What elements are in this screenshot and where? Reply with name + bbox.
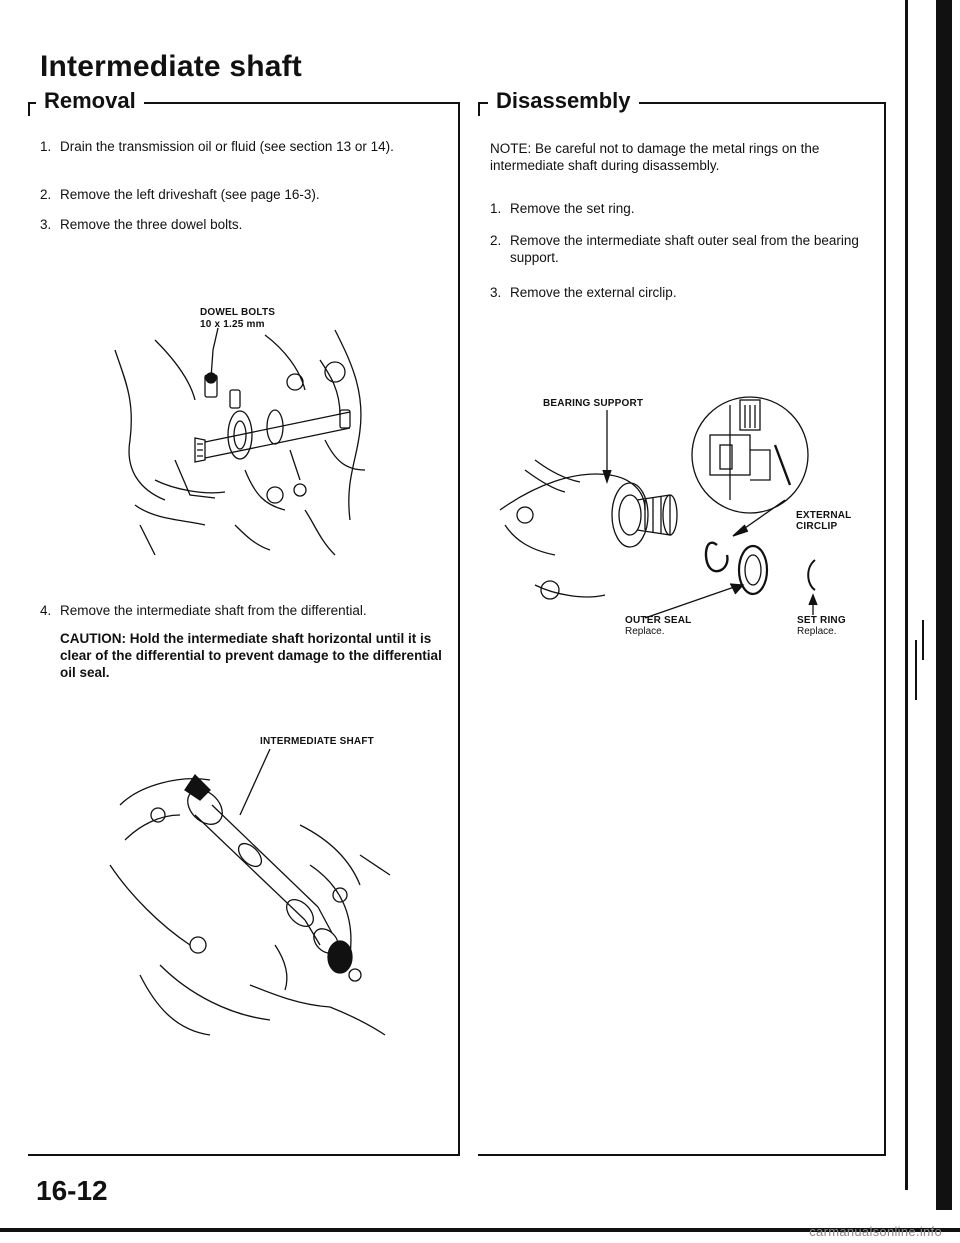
- intermediate-shaft-illustration: [109, 748, 391, 1036]
- binding-mark-2: [922, 620, 924, 660]
- step-number: 3.: [490, 285, 502, 300]
- bearing-support-label: BEARING SUPPORT: [543, 398, 644, 409]
- removal-heading: Removal: [36, 88, 144, 114]
- binding-mark-1: [915, 640, 917, 700]
- outer-seal-replace: Replace.: [625, 626, 665, 637]
- step-number: 1.: [490, 201, 502, 216]
- disassembly-panel-rule: [478, 102, 884, 104]
- step-text: Remove the external circlip.: [510, 285, 677, 300]
- binding-bar-right: [936, 0, 952, 1210]
- removal-panel-rule: [28, 102, 458, 104]
- dowel-bolts-label: DOWEL BOLTS: [200, 307, 276, 318]
- removal-panel: [28, 102, 460, 1156]
- external-circlip-label-2: CIRCLIP: [796, 521, 838, 532]
- watermark: carmanualsonline.info: [809, 1224, 942, 1239]
- intermediate-shaft-label: INTERMEDIATE SHAFT: [260, 736, 374, 747]
- bottom-bar: [0, 1228, 960, 1232]
- set-ring-replace: Replace.: [797, 626, 837, 637]
- external-circlip-label-1: EXTERNAL: [796, 510, 852, 521]
- removal-panel-corner: [28, 102, 30, 116]
- step-number: 4.: [40, 603, 52, 618]
- disassembly-note: NOTE: Be careful not to damage the metal…: [490, 141, 820, 173]
- step-text: Drain the transmission oil or fluid (see…: [60, 139, 394, 154]
- set-ring-label: SET RING: [797, 615, 846, 626]
- disassembly-panel-corner: [478, 102, 480, 116]
- step-text: Remove the set ring.: [510, 201, 635, 216]
- page-title: Intermediate shaft: [40, 50, 302, 83]
- page-number: 16-12: [36, 1175, 108, 1206]
- binding-bar-thin: [905, 0, 908, 1190]
- step-text: Remove the left driveshaft (see page 16-…: [60, 187, 320, 202]
- disassembly-panel: [478, 102, 886, 1156]
- outer-seal-label: OUTER SEAL: [625, 615, 692, 626]
- caution-text: CAUTION: Hold the intermediate shaft hor…: [60, 631, 442, 680]
- step-number: 2.: [40, 187, 52, 202]
- step-number: 2.: [490, 233, 502, 248]
- step-number: 1.: [40, 139, 52, 154]
- step-number: 3.: [40, 217, 52, 232]
- step-text: Remove the three dowel bolts.: [60, 217, 243, 232]
- dowel-bolts-illustration: [114, 327, 366, 556]
- disassembly-illustration: [499, 396, 818, 619]
- step-text: Remove the intermediate shaft outer seal…: [510, 233, 859, 265]
- step-text: Remove the intermediate shaft from the d…: [60, 603, 367, 618]
- dowel-bolts-spec: 10 x 1.25 mm: [200, 319, 265, 330]
- disassembly-heading: Disassembly: [488, 88, 639, 114]
